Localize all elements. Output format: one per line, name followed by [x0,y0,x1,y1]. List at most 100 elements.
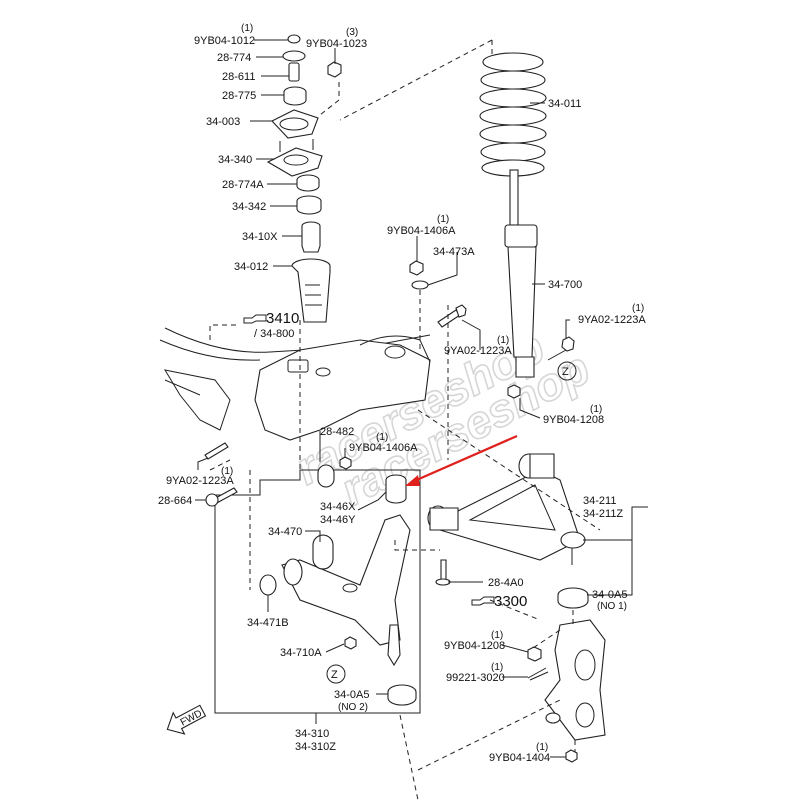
nut-9yb04-1404-part[interactable] [565,749,578,763]
label-34-473a[interactable]: 34-473A [433,246,475,258]
subframe [159,327,431,441]
label-9ya02-1223a-mid[interactable]: 9YA02-1223A [444,345,512,357]
label-9yb04-1406a-top[interactable]: 9YB04-1406A [387,225,456,237]
label-28-774a[interactable]: 28-774A [222,179,264,191]
label-34-211[interactable]: 34-211 [583,495,616,507]
label-9yb04-1404[interactable]: 9YB04-1404 [489,752,550,764]
label-28-774[interactable]: 28-774 [217,52,251,64]
bush-34-46x-part[interactable] [385,474,407,504]
bolt-9ya02-1223a-right-part[interactable] [561,336,575,352]
washer-34-473a-part[interactable] [411,280,429,290]
nut-9yb04-1406a-low-part[interactable] [339,456,352,470]
bush-34-470-part[interactable] [312,534,334,570]
sleeve-28-611-part[interactable] [288,62,300,82]
z-marker-left-text: Z [331,669,338,681]
label-28-482[interactable]: 28-482 [320,426,354,438]
label-9ya02-1223a-right[interactable]: 9YA02-1223A [578,314,646,326]
lower-arm-34-310-part[interactable] [281,514,411,667]
qty-9yb04-1208-low: (1) [491,630,503,641]
nut-9yb04-1406a-top-part[interactable] [409,260,424,276]
nut-9yb04-1023-part[interactable] [327,61,342,78]
label-34-003[interactable]: 34-003 [206,116,240,128]
part-labels: (1) 9YB04-1012 (3) 9YB04-1023 28-774 28-… [158,23,646,764]
label-28-611[interactable]: 28-611 [222,71,255,83]
bolt-28-4a0-part[interactable] [440,559,447,581]
cotter-pin-99221-3020-part[interactable] [527,667,549,681]
nut-9yb04-1208-right-part[interactable] [507,384,521,399]
spring-shock-assembly: Z [339,39,577,399]
label-28-664[interactable]: 28-664 [158,495,192,507]
label-34-470[interactable]: 34-470 [268,526,302,538]
nut-9yb04-1012-part[interactable] [287,34,301,44]
label-34-310[interactable]: 34-310 [295,728,329,740]
upper-arm-34-211-part[interactable] [427,453,586,565]
label-34-340[interactable]: 34-340 [218,154,252,166]
label-34-0a5-no2[interactable]: 34-0A5 [334,689,369,701]
label-9yb04-1012[interactable]: 9YB04-1012 [194,35,255,47]
mid-fasteners [409,260,467,350]
mount-34-340-part[interactable] [266,147,323,177]
label-34-10x[interactable]: 34-10X [242,231,278,243]
plate-34-003-part[interactable] [271,109,319,139]
z-marker-left [326,664,346,684]
label-99221-3020[interactable]: 99221-3020 [446,672,505,684]
assembly-dash-lines [209,305,601,800]
nut-34-710a-part[interactable] [344,636,357,650]
ref-3410[interactable]: 3410 / 34-800 [243,310,299,340]
label-34-012[interactable]: 34-012 [234,261,268,273]
label-34-310z[interactable]: 34-310Z [295,741,336,753]
seat-34-342-part[interactable] [296,195,322,215]
washer-28-774a-part[interactable] [296,174,320,192]
qty-9ya02-1223a-left: (1) [221,466,233,477]
label-34-342[interactable]: 34-342 [232,201,266,213]
label-9yb04-1208-right[interactable]: 9YB04-1208 [543,414,604,426]
label-34-011[interactable]: 34-011 [548,98,581,110]
spring-34-011-part[interactable] [479,52,547,177]
label-3410[interactable]: 3410 [266,310,299,327]
label-34-46y[interactable]: 34-46Y [320,514,356,526]
label-9ya02-1223a-left[interactable]: 9YA02-1223A [166,475,234,487]
bolt-9ya02-1223a-left-part[interactable] [204,442,229,460]
washer-28-482-part[interactable] [317,464,335,488]
lower-arm-group: Z [214,456,421,714]
fwd-label: FWD [179,708,204,728]
washer-34-471b-part[interactable] [259,574,277,596]
hand-pointer-icon [243,314,267,324]
boot-34-012-part[interactable] [291,258,331,323]
lower-arm-bracket-box [214,469,421,714]
label-9yb04-1023[interactable]: 9YB04-1023 [306,38,367,50]
label-9yb04-1208-low[interactable]: 9YB04-1208 [444,640,505,652]
ref-3300[interactable]: 3300 [471,593,527,610]
leader-lines [195,39,648,758]
label-34-211z[interactable]: 34-211Z [583,508,623,520]
label-34-700[interactable]: 34-700 [548,279,582,291]
label-34-800[interactable]: / 34-800 [254,328,294,340]
note-no1: (NO 1) [597,601,627,612]
qty-9ya02-1223a-right: (1) [632,303,644,314]
label-34-0a5-no1[interactable]: 34-0A5 [592,589,627,601]
label-34-471b[interactable]: 34-471B [247,617,289,629]
bolt-9ya02-1223a-mid-part[interactable] [437,309,461,328]
shock-34-700-part[interactable] [504,169,538,378]
bumper-34-10x-part[interactable] [301,221,321,253]
nut-9yb04-1208-low-part[interactable] [527,646,542,662]
label-34-46x[interactable]: 34-46X [320,501,356,513]
qty-9ya02-1223a-mid: (1) [497,335,509,346]
label-9yb04-1406a-low[interactable]: 9YB04-1406A [349,442,418,454]
qty-99221-3020: (1) [491,662,503,673]
qty-9yb04-1406a-top: (1) [437,214,449,225]
qty-9yb04-1406a-low: (1) [376,432,388,443]
z-marker-right-text: Z [562,366,569,378]
bush-28-775-part[interactable] [283,86,307,106]
label-28-4a0[interactable]: 28-4A0 [488,577,523,589]
boot-34-0a5-no2-part[interactable] [387,684,417,706]
label-28-775[interactable]: 28-775 [222,90,256,102]
qty-9yb04-1023: (3) [346,27,358,38]
steering-knuckle-part[interactable] [544,619,606,741]
top-mount-stack [266,34,342,323]
label-3300[interactable]: 3300 [494,593,527,610]
label-34-710a[interactable]: 34-710A [280,647,322,659]
boot-34-0a5-no1-part[interactable] [557,587,589,609]
washer-28-774-part[interactable] [282,50,306,62]
